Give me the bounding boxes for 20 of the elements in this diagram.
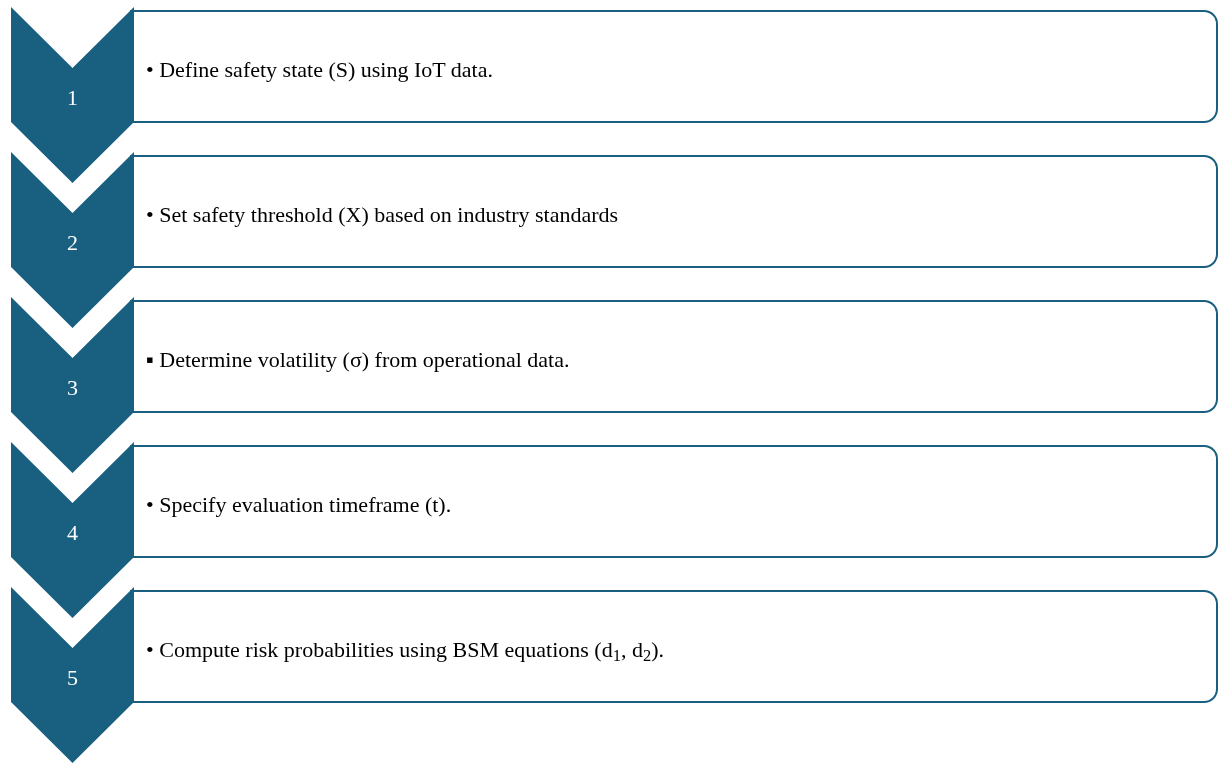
chevron-shape [11,152,134,328]
step-number: 1 [66,85,79,111]
step-number: 2 [66,230,79,256]
chevron-shape [11,442,134,618]
step-text-box [130,10,1218,123]
chevron-shape [11,587,134,763]
step-description: • Compute risk probabilities using BSM equations (d$_{1}$, d$_{2}$). [146,636,664,664]
step-description: • Define safety state (S) using IoT data. [146,56,493,84]
step-description: • Specify evaluation timeframe (t). [146,491,452,519]
step-number: 5 [66,665,79,691]
step-text-box [130,300,1218,413]
step-text-box [130,590,1218,703]
step-description: • Set safety threshold (X) based on industry standards [146,201,619,229]
chevron-shape [11,297,134,473]
chevron-shape [11,7,134,183]
step-text-box [130,445,1218,558]
step-description: ▪ Determine volatility (σ) from operational data. [146,346,570,374]
step-number: 4 [66,520,79,546]
step-text-box [130,155,1218,268]
step-number: 3 [66,375,79,401]
